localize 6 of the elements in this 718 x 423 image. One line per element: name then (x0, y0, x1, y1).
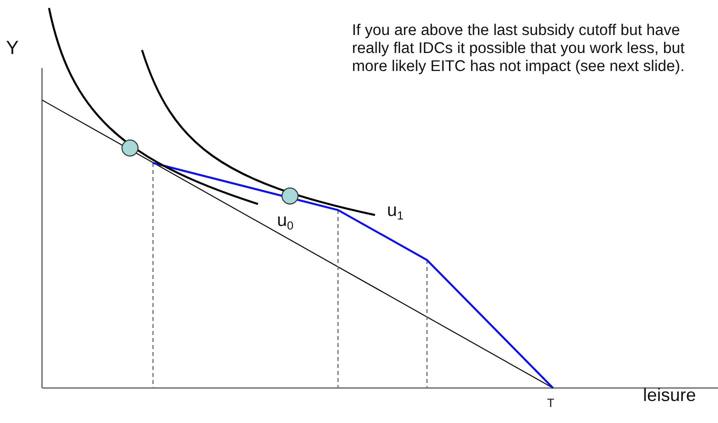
curve-label: u$_{0}$ (277, 210, 294, 233)
axis-label: Y (6, 38, 19, 60)
note-text: If you are above the last subsidy cutoff but have really flat IDCs it possible that you work less, but more likely EITC has not impact (see next slide). (352, 22, 686, 76)
axis-tick-label: T (547, 397, 554, 411)
axis-label: leisure (643, 385, 696, 406)
curve-label: u$_{1}$ (387, 200, 404, 223)
